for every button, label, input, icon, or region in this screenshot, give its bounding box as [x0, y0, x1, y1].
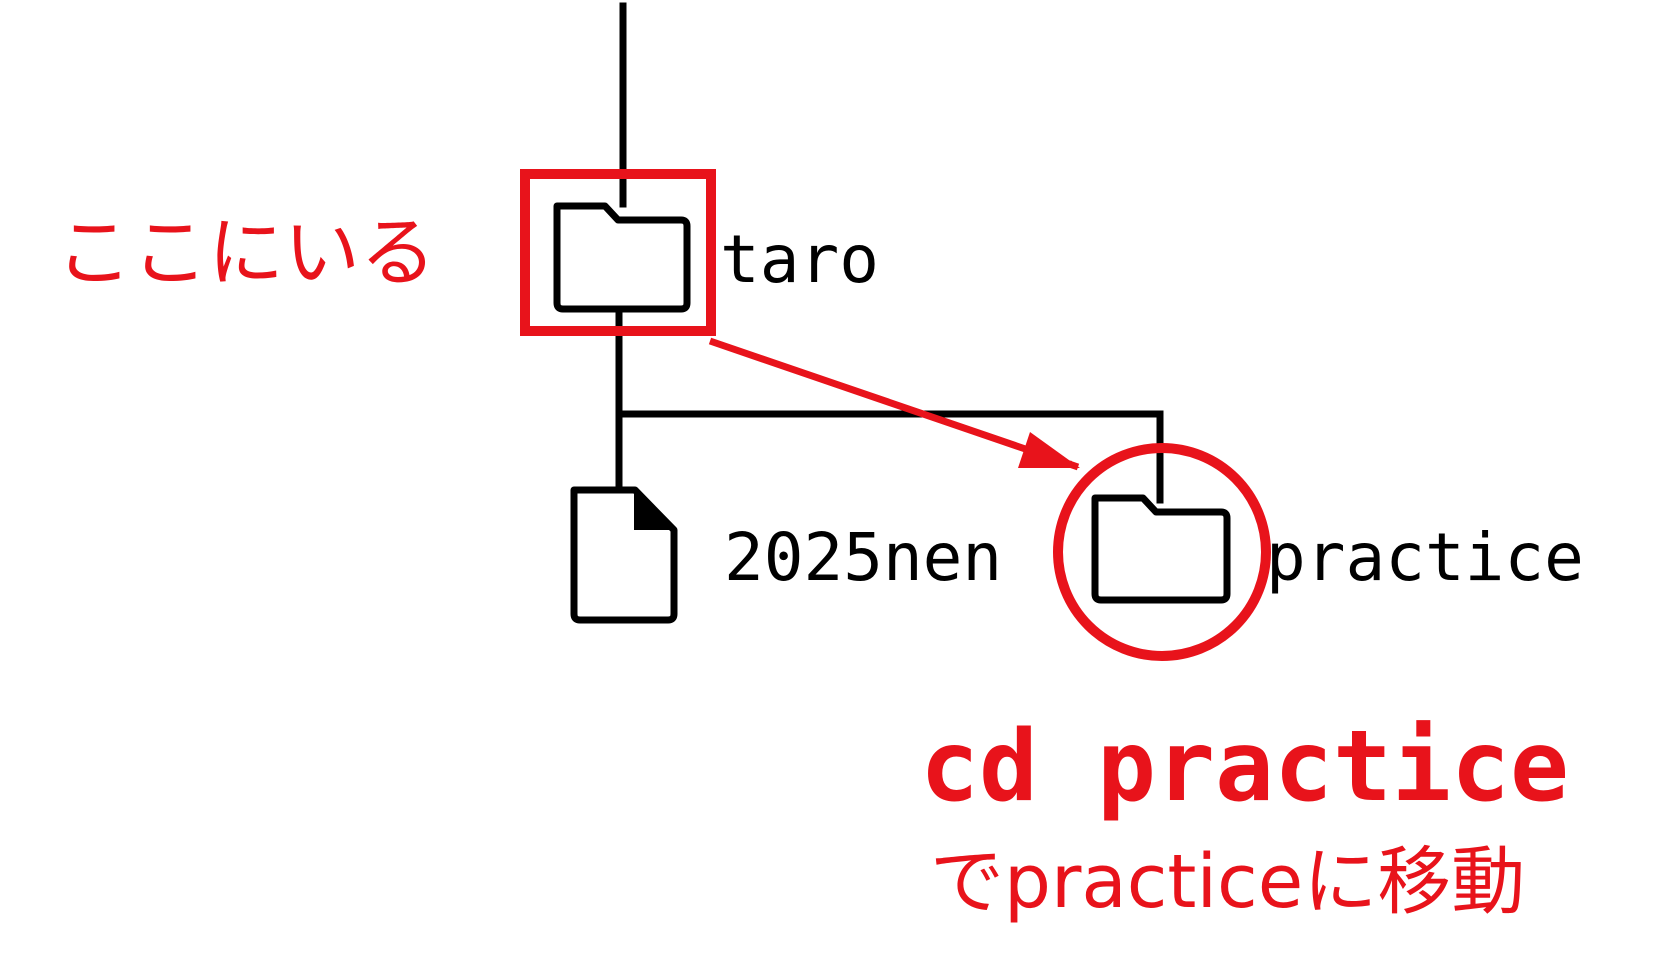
command-text: cd practice: [920, 710, 1569, 824]
current-location-label: ここにいる: [56, 208, 436, 297]
folder-icon: [553, 202, 691, 313]
move-arrow: [708, 337, 1080, 471]
file-icon: [570, 486, 678, 624]
folder-icon: [1091, 494, 1231, 604]
folder-label-taro: taro: [720, 221, 879, 298]
command-caption: でpracticeに移動: [930, 839, 1525, 925]
current-location-highlight: [520, 169, 716, 336]
branch-line-practice: [615, 410, 1164, 504]
arrow-head-icon: [1018, 432, 1080, 468]
file-label-2025nen: 2025nen: [724, 519, 1002, 596]
folder-label-practice: practice: [1266, 519, 1584, 596]
target-highlight-circle: [1053, 443, 1271, 661]
tree-connectors: [615, 2, 1164, 504]
